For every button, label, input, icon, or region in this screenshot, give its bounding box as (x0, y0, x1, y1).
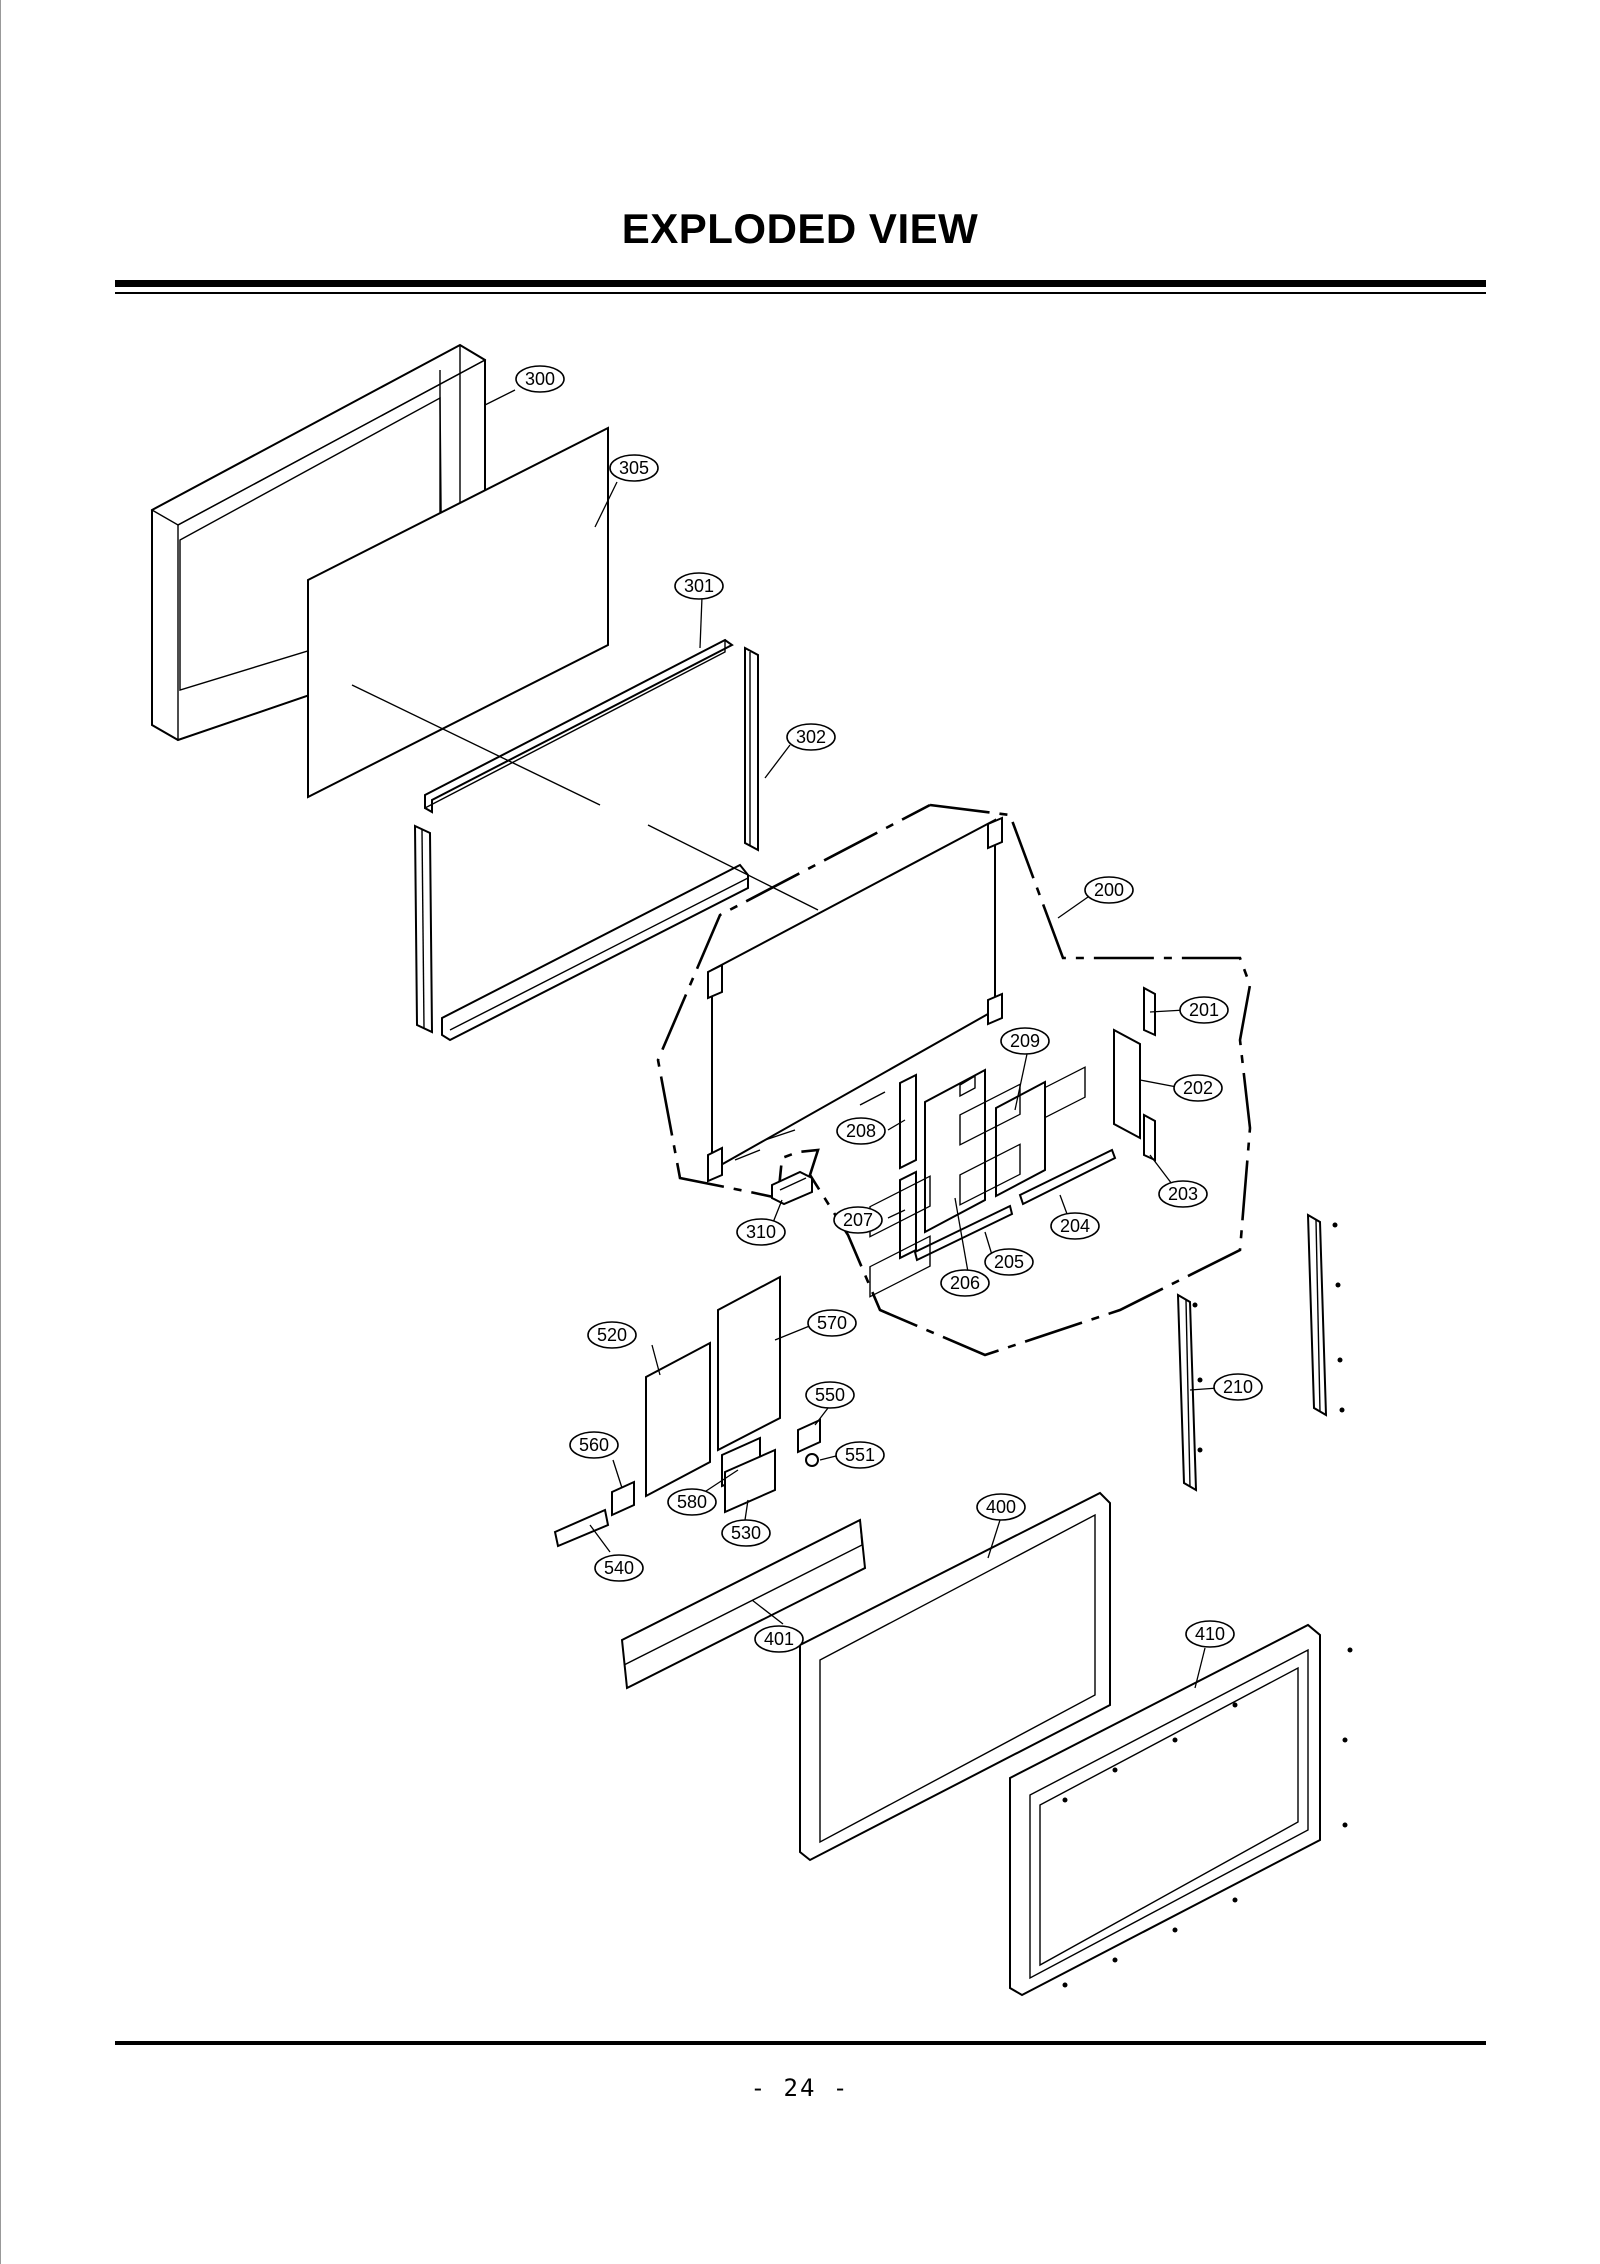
svg-text:310: 310 (746, 1222, 776, 1242)
part-bottom-bracket (441, 863, 749, 1042)
part-204-bar (1018, 1148, 1117, 1206)
part-201 (1143, 986, 1156, 1037)
svg-text:209: 209 (1010, 1031, 1040, 1051)
page-title: EXPLODED VIEW (621, 205, 979, 252)
svg-text:410: 410 (1195, 1624, 1225, 1644)
callout-305: 305 (609, 454, 659, 482)
svg-text:401: 401 (764, 1629, 794, 1649)
part-203 (1143, 1113, 1156, 1162)
callout-202: 202 (1173, 1074, 1223, 1102)
part-520-board (645, 1341, 711, 1498)
part-540-bar (553, 1508, 610, 1548)
svg-text:208: 208 (846, 1121, 876, 1141)
callout-580: 580 (667, 1488, 717, 1516)
callout-209: 209 (1000, 1027, 1050, 1055)
callout-203: 203 (1158, 1180, 1208, 1208)
part-551 (805, 1453, 819, 1467)
callout-206: 206 (940, 1269, 990, 1297)
part-570-board (717, 1275, 781, 1452)
callout-302: 302 (786, 723, 836, 751)
svg-text:560: 560 (579, 1435, 609, 1455)
callout-301: 301 (674, 572, 724, 600)
callout-210: 210 (1213, 1373, 1263, 1401)
svg-text:580: 580 (677, 1492, 707, 1512)
part-209-board (995, 1080, 1046, 1198)
callout-200: 200 (1084, 876, 1134, 904)
callout-205: 205 (984, 1248, 1034, 1276)
part-550 (797, 1418, 821, 1454)
svg-text:206: 206 (950, 1273, 980, 1293)
part-410-frame (1009, 1623, 1321, 1997)
svg-text:301: 301 (684, 576, 714, 596)
part-530-module (724, 1448, 776, 1514)
callout-208: 208 (836, 1117, 886, 1145)
page-edge (0, 0, 1, 2264)
svg-text:550: 550 (815, 1385, 845, 1405)
svg-text:210: 210 (1223, 1377, 1253, 1397)
part-top-bracket (424, 638, 734, 814)
svg-text:520: 520 (597, 1325, 627, 1345)
callout-310: 310 (736, 1218, 786, 1246)
svg-text:204: 204 (1060, 1216, 1090, 1236)
callout-207: 207 (833, 1206, 883, 1234)
callout-570: 570 (807, 1309, 857, 1337)
header-rule-thin (115, 292, 1486, 294)
svg-text:202: 202 (1183, 1078, 1213, 1098)
header-rule-thick (115, 280, 1486, 287)
callout-551: 551 (835, 1441, 885, 1469)
callout-400: 400 (976, 1493, 1026, 1521)
svg-text:203: 203 (1168, 1184, 1198, 1204)
part-208-strip (899, 1073, 917, 1170)
part-400-rear-cover (799, 1066, 1111, 1862)
svg-text:207: 207 (843, 1210, 873, 1230)
part-glass-panel (307, 426, 609, 799)
callout-300: 300 (515, 365, 565, 393)
svg-text:540: 540 (604, 1558, 634, 1578)
part-210-bracket-a (1176, 1293, 1198, 1492)
assembly-boundary-200 (656, 803, 1252, 1357)
part-207-strip (899, 1170, 917, 1260)
svg-text:530: 530 (731, 1523, 761, 1543)
part-202-board (1113, 1028, 1141, 1140)
callout-401: 401 (754, 1625, 804, 1653)
part-210-bracket-b (1306, 1213, 1328, 1417)
svg-text:400: 400 (986, 1497, 1016, 1517)
callout-520: 520 (587, 1321, 637, 1349)
svg-text:551: 551 (845, 1445, 875, 1465)
svg-text:201: 201 (1189, 1000, 1219, 1020)
callout-201: 201 (1179, 996, 1229, 1024)
callout-410: 410 (1185, 1620, 1235, 1648)
part-side-bracket-left (413, 824, 434, 1034)
part-206-board (924, 1068, 986, 1234)
svg-text:205: 205 (994, 1252, 1024, 1272)
footer-rule (115, 2041, 1486, 2045)
part-310 (771, 1170, 813, 1206)
page-number: - 24 - (750, 2074, 850, 2102)
svg-text:200: 200 (1094, 880, 1124, 900)
svg-text:302: 302 (796, 727, 826, 747)
screw-markers (1062, 1222, 1353, 1988)
part-side-bracket-right (744, 646, 759, 852)
callout-204: 204 (1050, 1212, 1100, 1240)
callout-560: 560 (569, 1431, 619, 1459)
callout-550: 550 (805, 1381, 855, 1409)
svg-text:570: 570 (817, 1313, 847, 1333)
part-205-bar (913, 1204, 1014, 1262)
svg-text:305: 305 (619, 458, 649, 478)
part-560 (611, 1480, 635, 1517)
part-401-bracket (620, 1518, 867, 1690)
part-main-chassis (707, 816, 1003, 1183)
callout-530: 530 (721, 1519, 771, 1547)
svg-text:300: 300 (525, 369, 555, 389)
callout-540: 540 (594, 1554, 644, 1582)
